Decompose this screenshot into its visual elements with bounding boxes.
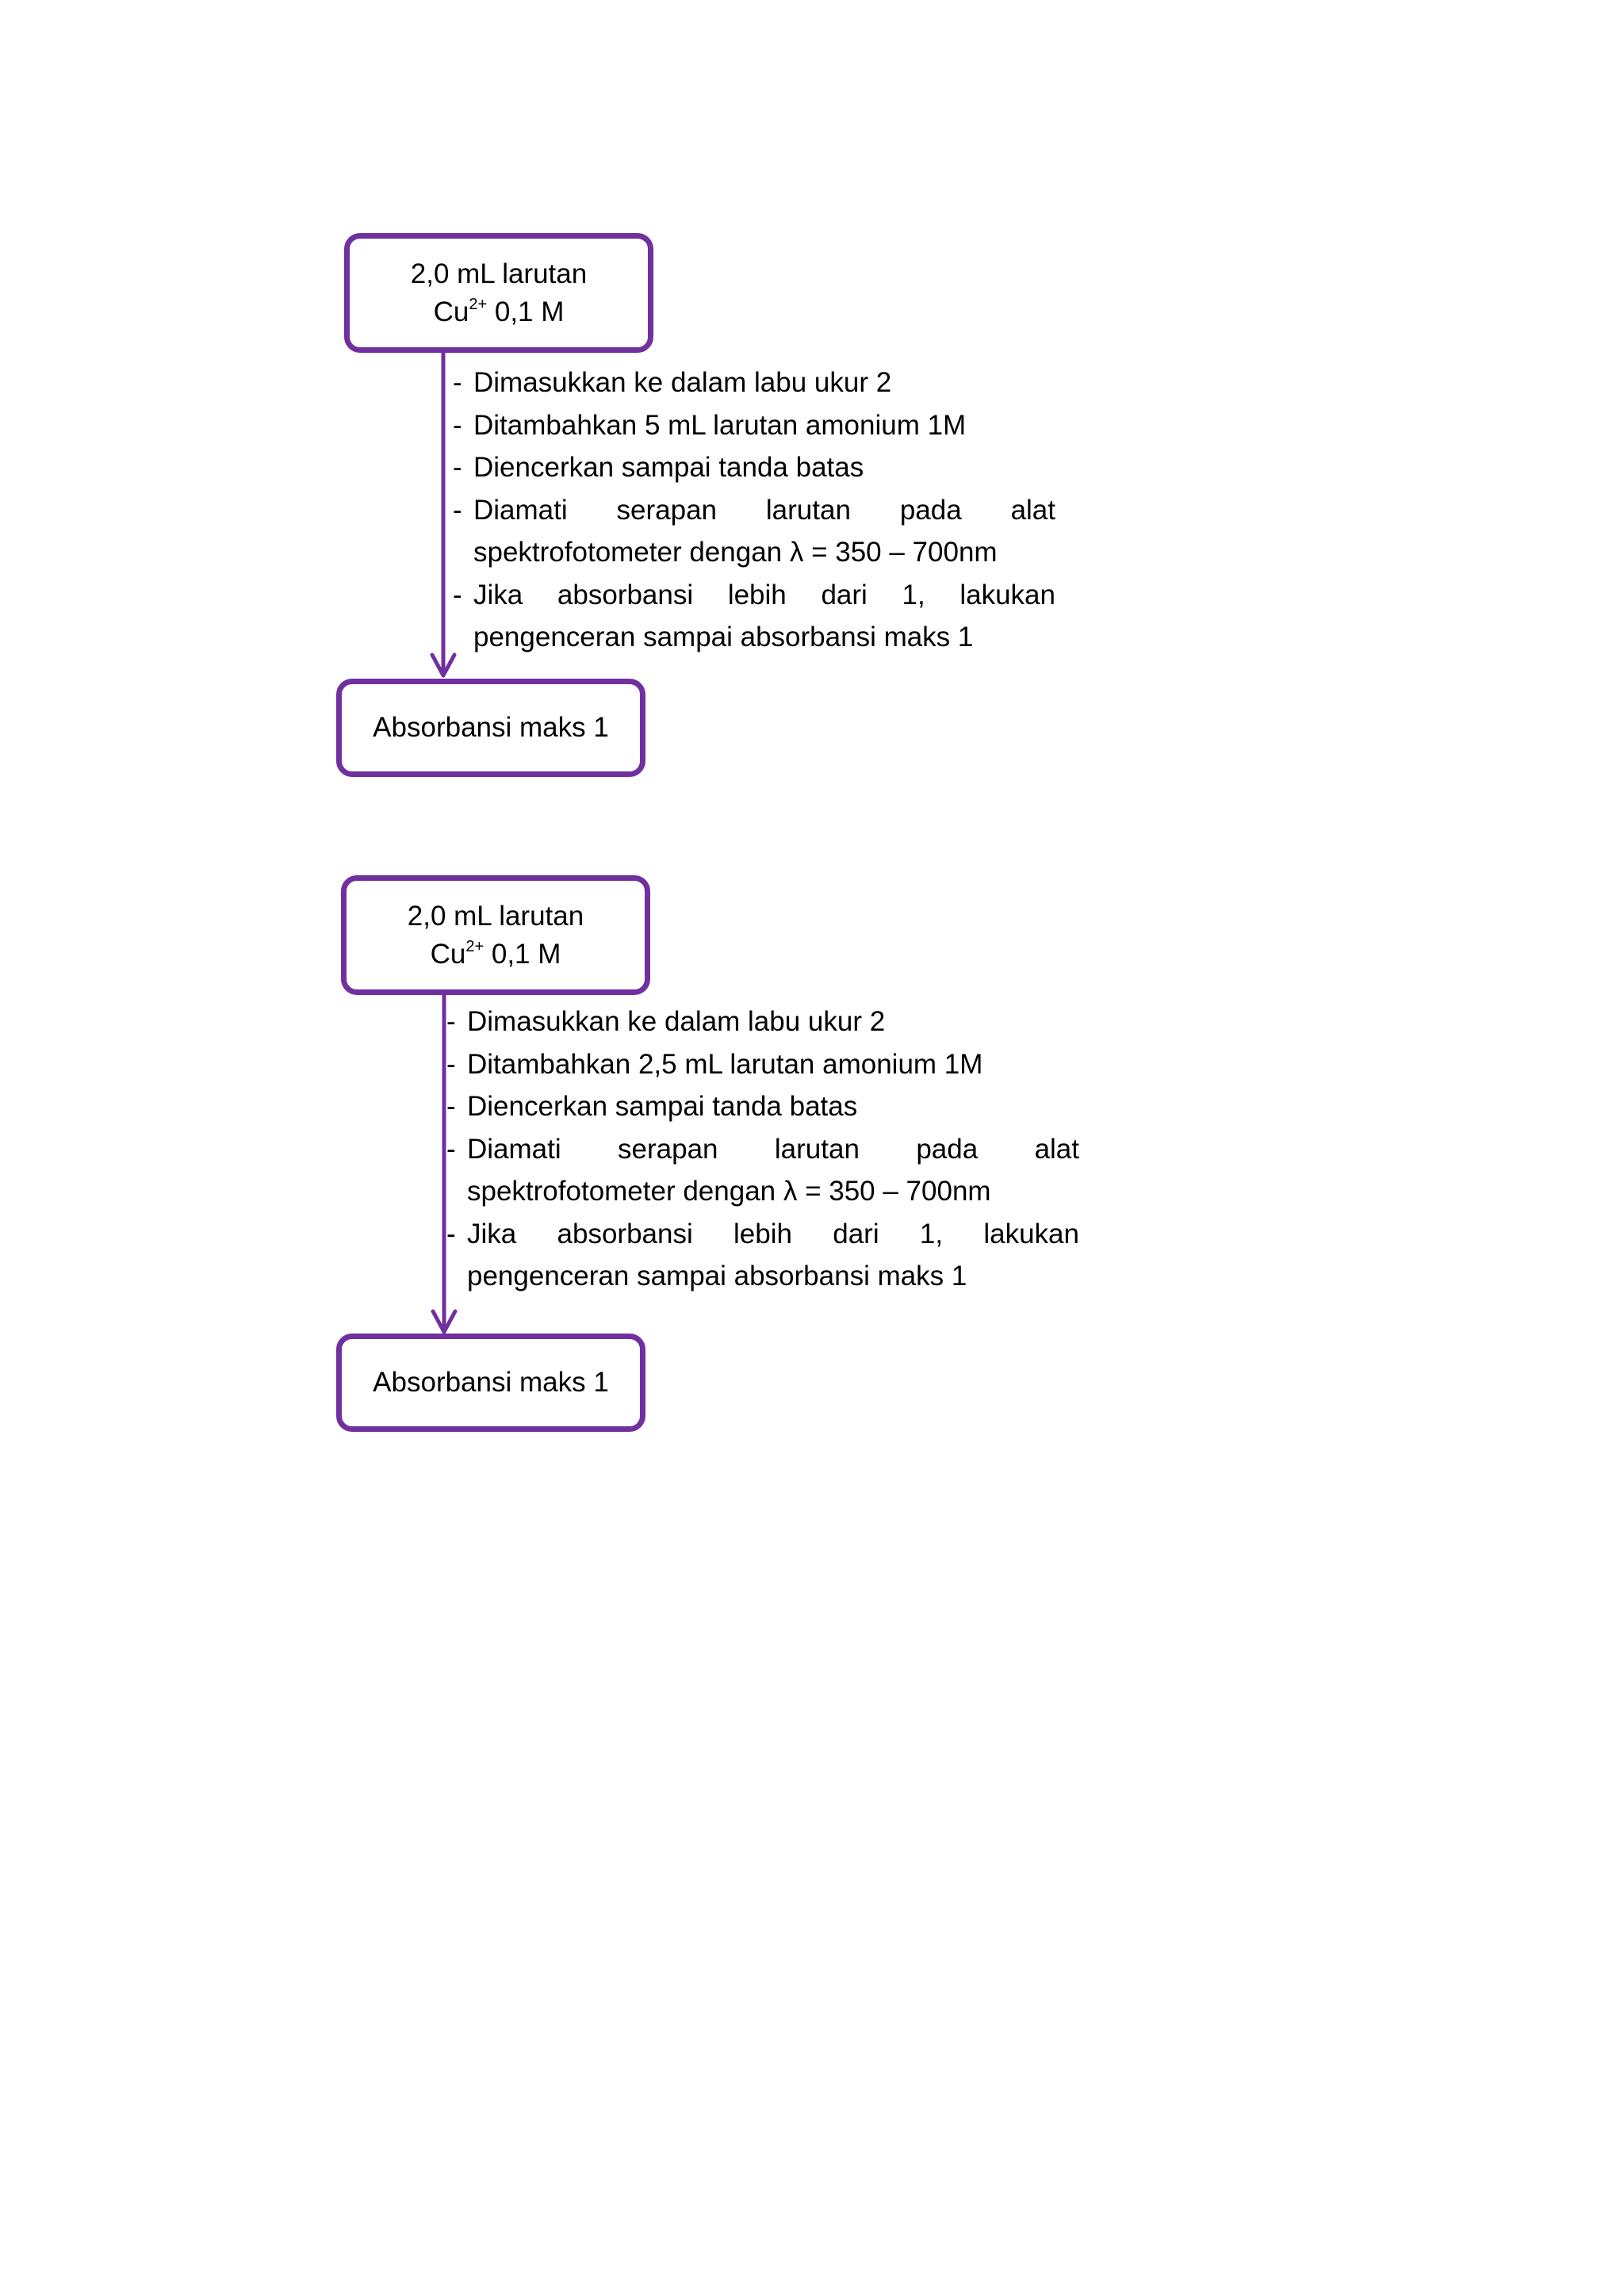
charge-superscript: 2+ xyxy=(465,937,485,955)
start-box: 2,0 mL larutan Cu2+ 0,1 M xyxy=(344,233,653,353)
start-box-line-2: Cu2+ 0,1 M xyxy=(434,293,565,331)
procedure-steps: -Dimasukkan ke dalam labu ukur 2 -Ditamb… xyxy=(446,1001,1079,1298)
step-text: Diamati serapan larutan pada alat spektr… xyxy=(467,1133,1079,1207)
step-text: Diencerkan sampai tanda batas xyxy=(467,1091,858,1122)
step-dash: - xyxy=(453,452,462,483)
step-dash: - xyxy=(446,1133,456,1165)
step-text: Dimasukkan ke dalam labu ukur 2 xyxy=(473,367,892,398)
chemical-symbol: Cu xyxy=(433,296,469,327)
concentration: 0,1 M xyxy=(484,938,561,970)
step-item: -Dimasukkan ke dalam labu ukur 2 xyxy=(446,1001,1079,1043)
step-item: -Ditambahkan 5 mL larutan amonium 1M xyxy=(453,404,1055,447)
end-box-label: Absorbansi maks 1 xyxy=(373,1367,609,1398)
step-dash: - xyxy=(453,367,462,398)
step-dash: - xyxy=(453,579,462,610)
start-box-line-1: 2,0 mL larutan xyxy=(407,900,584,932)
step-item: -Diamati serapan larutan pada alat spekt… xyxy=(446,1128,1079,1213)
end-box: Absorbansi maks 1 xyxy=(336,1334,645,1432)
step-dash: - xyxy=(453,494,462,526)
step-item: -Ditambahkan 2,5 mL larutan amonium 1M xyxy=(446,1043,1079,1086)
step-item: -Diamati serapan larutan pada alat spekt… xyxy=(453,489,1055,574)
end-box-label: Absorbansi maks 1 xyxy=(373,712,609,743)
step-dash: - xyxy=(446,1091,456,1122)
step-text: Diencerkan sampai tanda batas xyxy=(473,452,864,483)
step-item: -Jika absorbansi lebih dari 1, lakukan p… xyxy=(453,574,1055,659)
step-item: -Diencerkan sampai tanda batas xyxy=(453,446,1055,489)
step-dash: - xyxy=(446,1218,456,1249)
start-box-line-1: 2,0 mL larutan xyxy=(410,258,588,289)
step-text: Ditambahkan 5 mL larutan amonium 1M xyxy=(473,409,967,441)
start-box-line-2: Cu2+ 0,1 M xyxy=(431,936,561,974)
end-box: Absorbansi maks 1 xyxy=(336,679,645,777)
procedure-steps: -Dimasukkan ke dalam labu ukur 2 -Ditamb… xyxy=(453,362,1055,659)
chemical-symbol: Cu xyxy=(430,938,466,970)
step-dash: - xyxy=(453,409,462,441)
step-item: -Diencerkan sampai tanda batas xyxy=(446,1085,1079,1128)
step-text: Jika absorbansi lebih dari 1, lakukan pe… xyxy=(467,1218,1079,1292)
step-text: Jika absorbansi lebih dari 1, lakukan pe… xyxy=(473,579,1055,653)
concentration: 0,1 M xyxy=(487,296,565,327)
step-text: Ditambahkan 2,5 mL larutan amonium 1M xyxy=(467,1048,983,1080)
charge-superscript: 2+ xyxy=(469,295,488,313)
step-item: -Dimasukkan ke dalam labu ukur 2 xyxy=(453,362,1055,404)
step-text: Diamati serapan larutan pada alat spektr… xyxy=(473,494,1055,568)
step-dash: - xyxy=(446,1048,456,1080)
step-item: -Jika absorbansi lebih dari 1, lakukan p… xyxy=(446,1213,1079,1298)
step-dash: - xyxy=(446,1006,456,1037)
step-text: Dimasukkan ke dalam labu ukur 2 xyxy=(467,1006,886,1037)
start-box: 2,0 mL larutan Cu2+ 0,1 M xyxy=(341,875,650,995)
